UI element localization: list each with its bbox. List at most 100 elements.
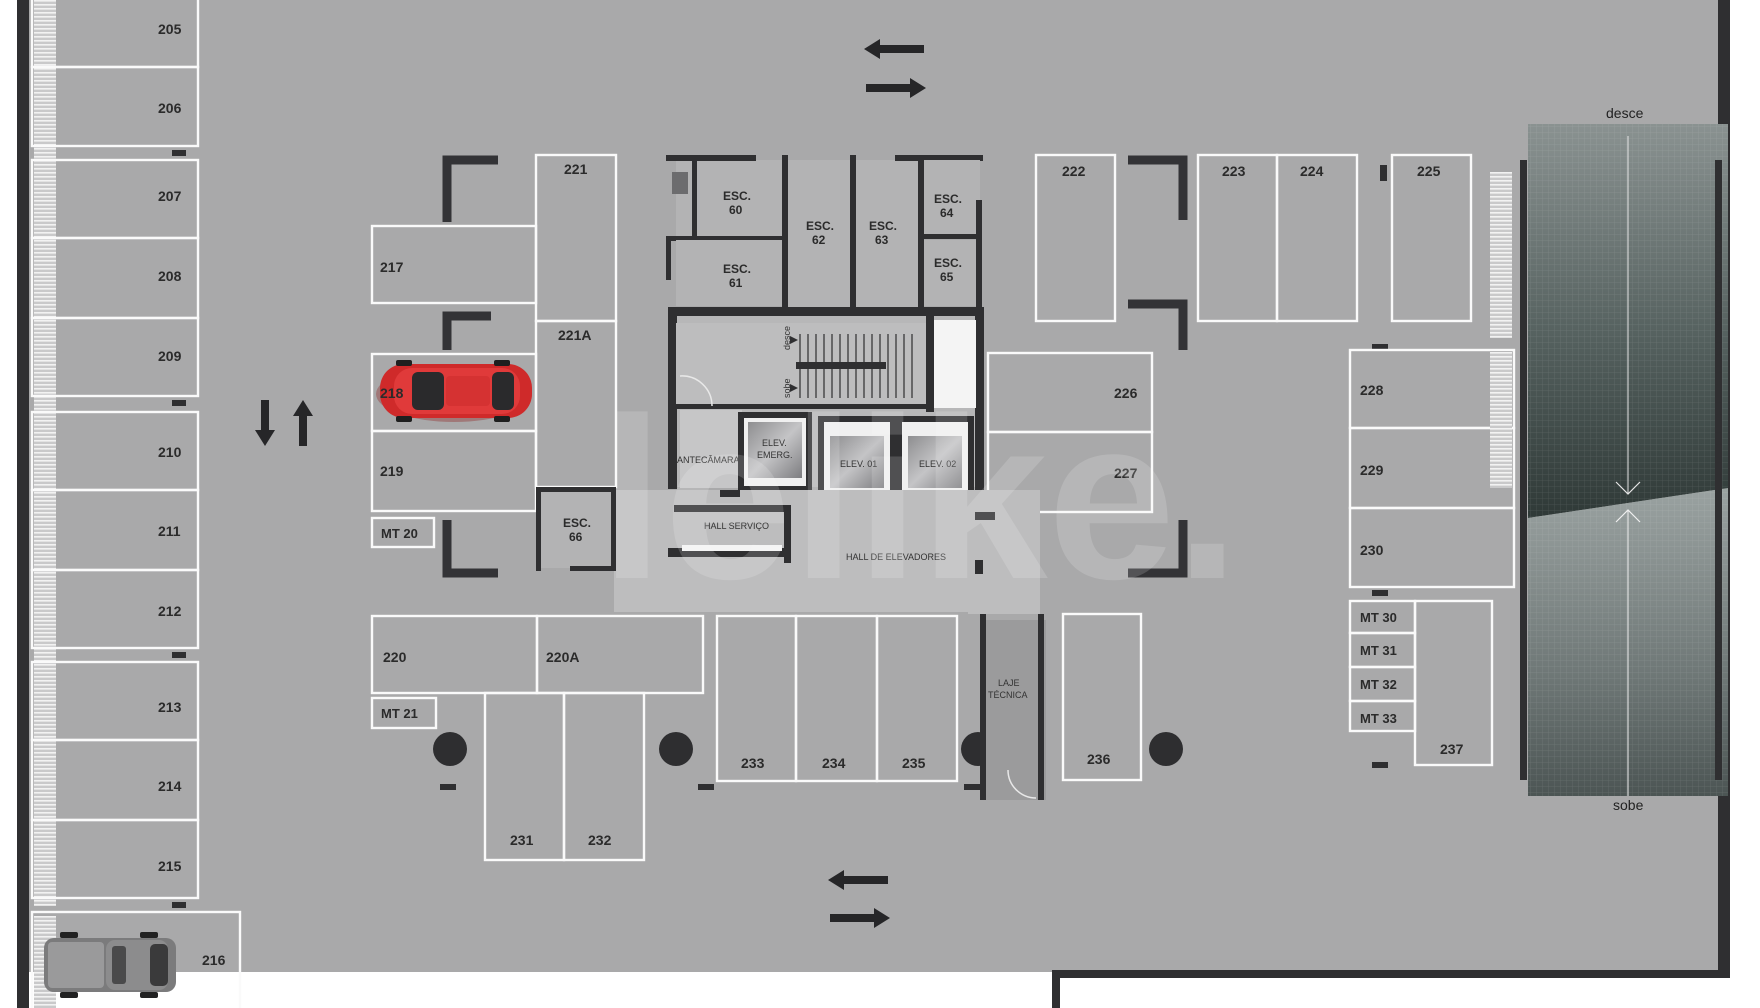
pickup-truck-icon [44, 932, 176, 998]
slot-label-233: 233 [741, 755, 765, 771]
slot-label-229: 229 [1360, 462, 1384, 478]
slot-label-222: 222 [1062, 163, 1086, 179]
slot-label-234: 234 [822, 755, 846, 771]
elev-emerg-label-1: ELEV. [762, 438, 787, 448]
slot-225[interactable] [1390, 153, 1473, 323]
laje-label-1: LAJE [998, 678, 1020, 688]
laje-label-2: TÉCNICA [988, 690, 1028, 700]
esc-65-label-2: 65 [940, 270, 954, 284]
slot-label-206: 206 [158, 100, 182, 116]
esc-66-label-1: ESC. [563, 516, 591, 530]
watermark: lelike. [600, 370, 1239, 627]
slot-label-236: 236 [1087, 751, 1111, 767]
slot-216[interactable] [30, 910, 242, 1008]
slot-label-225: 225 [1417, 163, 1441, 179]
esc-61-label-1: ESC. [723, 262, 751, 276]
mt-label-31: MT 31 [1360, 643, 1397, 658]
elev-01-label: ELEV. 01 [840, 459, 877, 469]
esc-60-label-2: 60 [729, 203, 743, 217]
slot-label-232: 232 [588, 832, 612, 848]
slot-label-220a: 220A [546, 649, 579, 665]
divider-stub [172, 150, 186, 156]
motorcycle-slot-mt33[interactable] [1348, 699, 1417, 733]
divider-stub [172, 652, 186, 658]
slot-222[interactable] [1034, 153, 1117, 323]
arrow-down-icon [255, 400, 275, 446]
ramp-sobe-label: sobe [1613, 797, 1644, 813]
vehicle-ramp [1520, 124, 1728, 796]
slot-224[interactable] [1275, 153, 1359, 323]
storage-rooms [536, 155, 983, 571]
slot-235[interactable] [875, 614, 959, 783]
column-brackets [440, 155, 1388, 790]
mt-label-33: MT 33 [1360, 711, 1397, 726]
mt-label-30: MT 30 [1360, 610, 1397, 625]
arrow-up-icon [293, 400, 313, 446]
slot-230[interactable] [1348, 506, 1516, 589]
slot-label-230: 230 [1360, 542, 1384, 558]
slot-label-227: 227 [1114, 465, 1138, 481]
slot-label-213: 213 [158, 699, 182, 715]
hall-elevadores-label: HALL DE ELEVADORES [846, 552, 946, 562]
slot-label-214: 214 [158, 778, 182, 794]
laje-tecnica [980, 614, 1046, 800]
slot-215[interactable] [30, 818, 200, 900]
hall-servico-label: HALL SERVIÇO [704, 521, 769, 531]
slot-232[interactable] [562, 691, 646, 862]
esc-63-label-2: 63 [875, 233, 889, 247]
esc-60-label-1: ESC. [723, 189, 751, 203]
esc-62-label-1: ESC. [806, 219, 834, 233]
slot-212[interactable] [30, 568, 200, 650]
outer-wall-left [17, 0, 29, 1008]
slot-edge-hatching [1490, 352, 1512, 488]
arrow-left-icon [864, 39, 924, 59]
slot-206[interactable] [30, 65, 200, 148]
divider-stub [172, 400, 186, 406]
slot-label-235: 235 [902, 755, 926, 771]
floor-bottom-white [1060, 978, 1760, 1008]
motorcycle-slot-mt20[interactable] [370, 516, 436, 549]
slot-label-216: 216 [202, 952, 226, 968]
esc-63-label-1: ESC. [869, 219, 897, 233]
building-core: desce sobe ANTECÂMARA ELEV. EMERG. ELEV.… [614, 307, 1040, 614]
slot-label-210: 210 [158, 444, 182, 460]
slot-209[interactable] [30, 316, 200, 398]
outer-wall-bottom [1052, 970, 1730, 978]
esc-62-label-2: 62 [812, 233, 826, 247]
slot-label-221: 221 [564, 161, 588, 177]
slot-label-224: 224 [1300, 163, 1324, 179]
outer-wall-corner [1052, 970, 1060, 1008]
pillar-icon [1149, 732, 1183, 766]
slot-label-209: 209 [158, 348, 182, 364]
esc-61-label-2: 61 [729, 276, 743, 290]
motorcycle-slot-mt21[interactable] [370, 696, 438, 730]
slot-label-212: 212 [158, 603, 182, 619]
slot-label-208: 208 [158, 268, 182, 284]
slot-label-217: 217 [380, 259, 404, 275]
left-slots [30, 0, 242, 1008]
slot-label-218: 218 [380, 385, 404, 401]
divider-stub [172, 902, 186, 908]
left-hatching [34, 0, 56, 906]
esc-64-label-2: 64 [940, 206, 954, 220]
ramp-desce-label: desce [1606, 105, 1644, 121]
central-slots [370, 153, 1516, 862]
mt-label-20: MT 20 [381, 526, 418, 541]
antecamara-label: ANTECÂMARA [677, 455, 740, 465]
arrow-right-icon [866, 78, 926, 98]
ramp-edge-hatching [1490, 172, 1512, 338]
slot-label-207: 207 [158, 188, 182, 204]
slot-236[interactable] [1061, 612, 1143, 782]
slot-label-226: 226 [1114, 385, 1138, 401]
arrow-right-icon [830, 908, 890, 928]
slot-label-215: 215 [158, 858, 182, 874]
mt-label-32: MT 32 [1360, 677, 1397, 692]
arrow-left-icon [828, 870, 888, 890]
car-icon [376, 360, 532, 422]
esc-66-label-2: 66 [569, 530, 583, 544]
slot-227[interactable] [986, 430, 1154, 514]
slot-label-205: 205 [158, 21, 182, 37]
slot-label-228: 228 [1360, 382, 1384, 398]
slot-label-219: 219 [380, 463, 404, 479]
